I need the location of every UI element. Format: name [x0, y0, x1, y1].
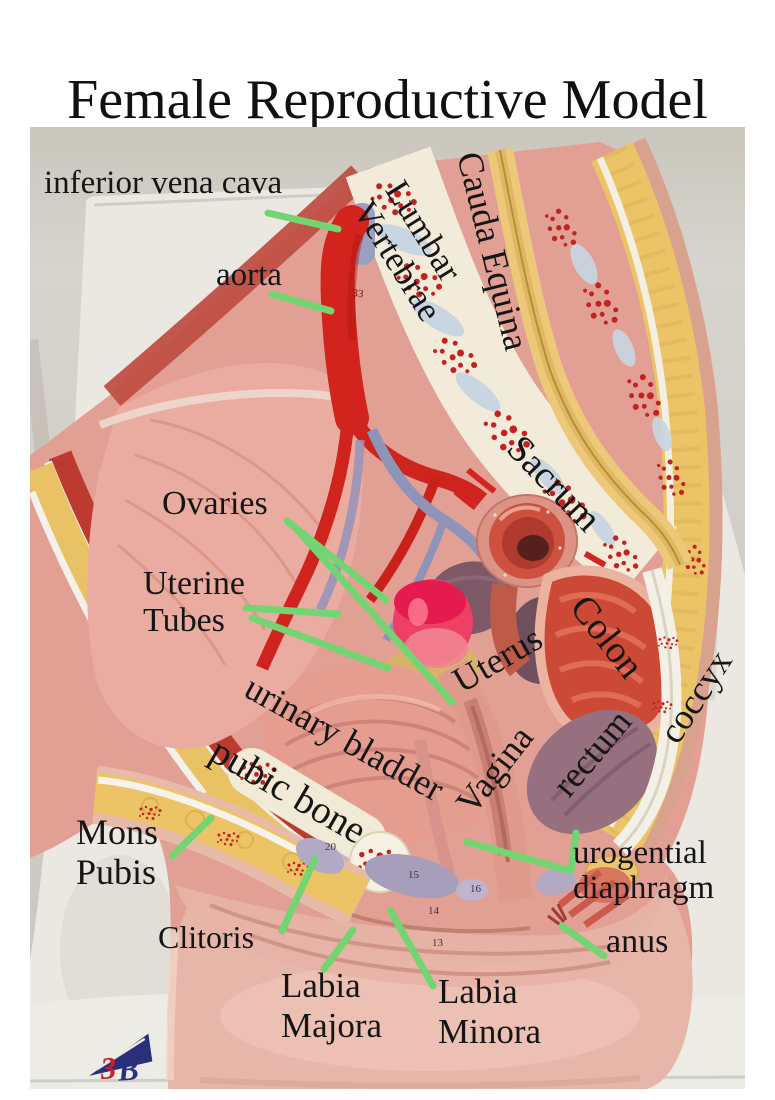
- leader-lines: [168, 209, 608, 990]
- perineum-genitalia: 20 15 16 14 13: [175, 837, 668, 988]
- model-number-16: 16: [470, 883, 482, 895]
- psoas-muscle: [87, 363, 363, 749]
- leader-line-mons-pubis: [168, 814, 215, 860]
- great-vessels: 33: [256, 203, 504, 671]
- label-urogential-diaphragm: urogential diaphragm: [573, 835, 715, 906]
- page-title: Female Reproductive Model: [67, 68, 708, 131]
- model-number-13: 13: [432, 937, 444, 949]
- label-labia-minora: Labia Minora: [438, 972, 542, 1052]
- leader-line-ovaries-2: [290, 522, 456, 706]
- model-number-14: 14: [428, 905, 440, 917]
- sigmoid-colon-section: [476, 494, 578, 677]
- rectum-body: [526, 709, 658, 835]
- leader-line-urogential-diaphragm-1: [463, 838, 575, 875]
- aorta-tube: [320, 205, 369, 435]
- label-mons-pubis: Mons Pubis: [76, 812, 159, 893]
- label-inferior-vena-cava: inferior vena cava: [44, 165, 283, 201]
- model-number-15: 15: [408, 869, 420, 881]
- label-aorta: aorta: [216, 257, 282, 293]
- label-ovaries: Ovaries: [162, 485, 268, 522]
- logo-char-b: B: [116, 1051, 140, 1087]
- leader-line-aorta: [268, 290, 335, 315]
- label-labia-majora: Labia Majora: [281, 966, 383, 1046]
- model-number-20: 20: [325, 841, 337, 853]
- leader-line-uterine-tubes-1: [242, 604, 342, 618]
- colon-interior: [534, 565, 681, 745]
- anatomical-model-illustration: 33: [30, 127, 745, 1089]
- leader-line-inferior-vena-cava: [264, 209, 342, 233]
- leader-line-labia-majora: [320, 926, 357, 973]
- leader-line-urogential-diaphragm-2: [567, 829, 580, 875]
- leader-line-uterine-tubes-2: [248, 614, 392, 672]
- leader-line-anus: [558, 922, 608, 960]
- label-anus: anus: [606, 923, 669, 960]
- logo-char-3: 3: [98, 1050, 117, 1086]
- label-clitoris: Clitoris: [158, 919, 255, 955]
- leader-line-clitoris: [278, 855, 319, 935]
- anatomy-photo: 33: [30, 127, 745, 1089]
- coccyx-bone: [612, 567, 682, 856]
- cauda-equina-band: [487, 147, 693, 571]
- label-uterine-tubes: Uterine Tubes: [143, 565, 245, 639]
- leader-line-labia-minora: [386, 906, 437, 990]
- model-number-33: 33: [352, 287, 365, 300]
- 3b-logo: 3 B: [89, 1033, 153, 1088]
